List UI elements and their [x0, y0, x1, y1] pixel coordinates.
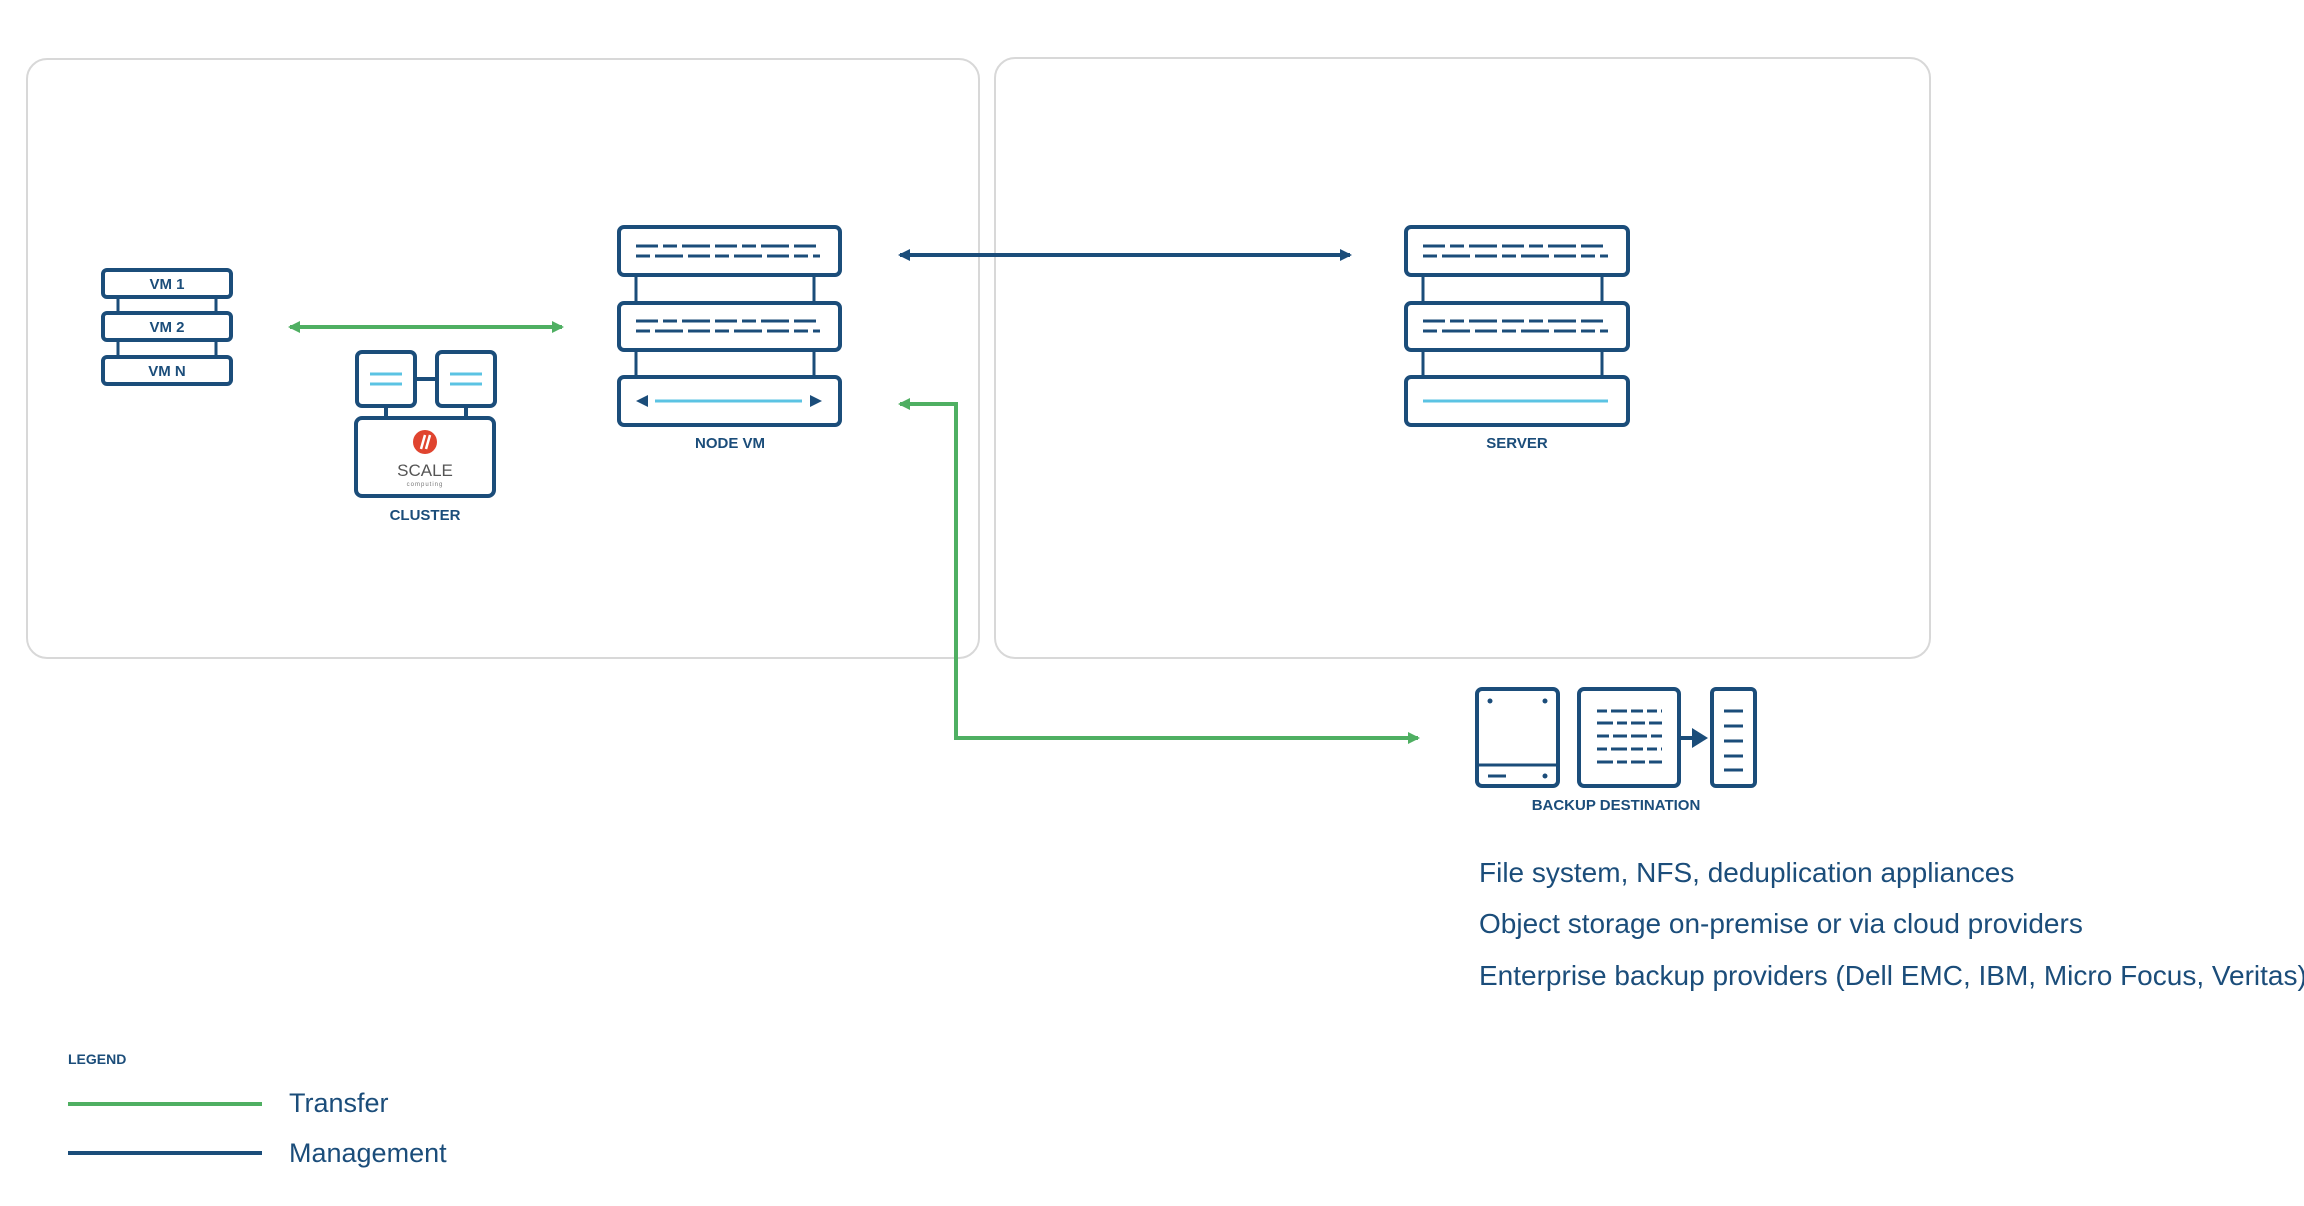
- backup-note-1: File system, NFS, deduplication applianc…: [1479, 857, 2014, 888]
- cluster-label: CLUSTER: [390, 507, 461, 524]
- backup-note-3: Enterprise backup providers (Dell EMC, I…: [1479, 960, 2304, 991]
- vmn-label: VM N: [148, 363, 186, 380]
- node-vm-server-icon: [617, 225, 842, 427]
- cluster-icon: SCALE computing: [354, 350, 497, 498]
- right-panel: [994, 57, 1931, 659]
- scale-logo-text: SCALE: [397, 461, 453, 480]
- server-icon: [1404, 225, 1630, 427]
- left-panel: [26, 58, 980, 659]
- backup-tape-icon: [1710, 687, 1757, 788]
- vm2-box: [101, 311, 233, 342]
- backup-disk-icon: [1475, 687, 1560, 788]
- vm1-label: VM 1: [149, 276, 184, 293]
- vmn-box: [101, 355, 233, 386]
- scale-logo: SCALE computing: [397, 430, 453, 488]
- backup-document-icon: [1577, 687, 1681, 788]
- legend-management-label: Management: [289, 1138, 447, 1168]
- node-backup-transfer-arrow: [898, 398, 1420, 744]
- vm2-label: VM 2: [149, 319, 184, 336]
- scale-logo-subtext: computing: [407, 482, 444, 488]
- legend-transfer-label: Transfer: [289, 1088, 389, 1118]
- backup-note-2: Object storage on-premise or via cloud p…: [1479, 908, 2083, 939]
- vm1-box: [101, 268, 233, 299]
- server-label: SERVER: [1486, 435, 1548, 452]
- backup-arrow-icon: [1681, 728, 1708, 748]
- legend: LEGEND Transfer Management: [68, 1051, 447, 1168]
- vm-stack: VM 1 VM 2 VM N: [101, 268, 233, 386]
- backup-destination-label: BACKUP DESTINATION: [1532, 797, 1701, 814]
- node-vm-label: NODE VM: [695, 435, 765, 452]
- legend-title: LEGEND: [68, 1051, 126, 1067]
